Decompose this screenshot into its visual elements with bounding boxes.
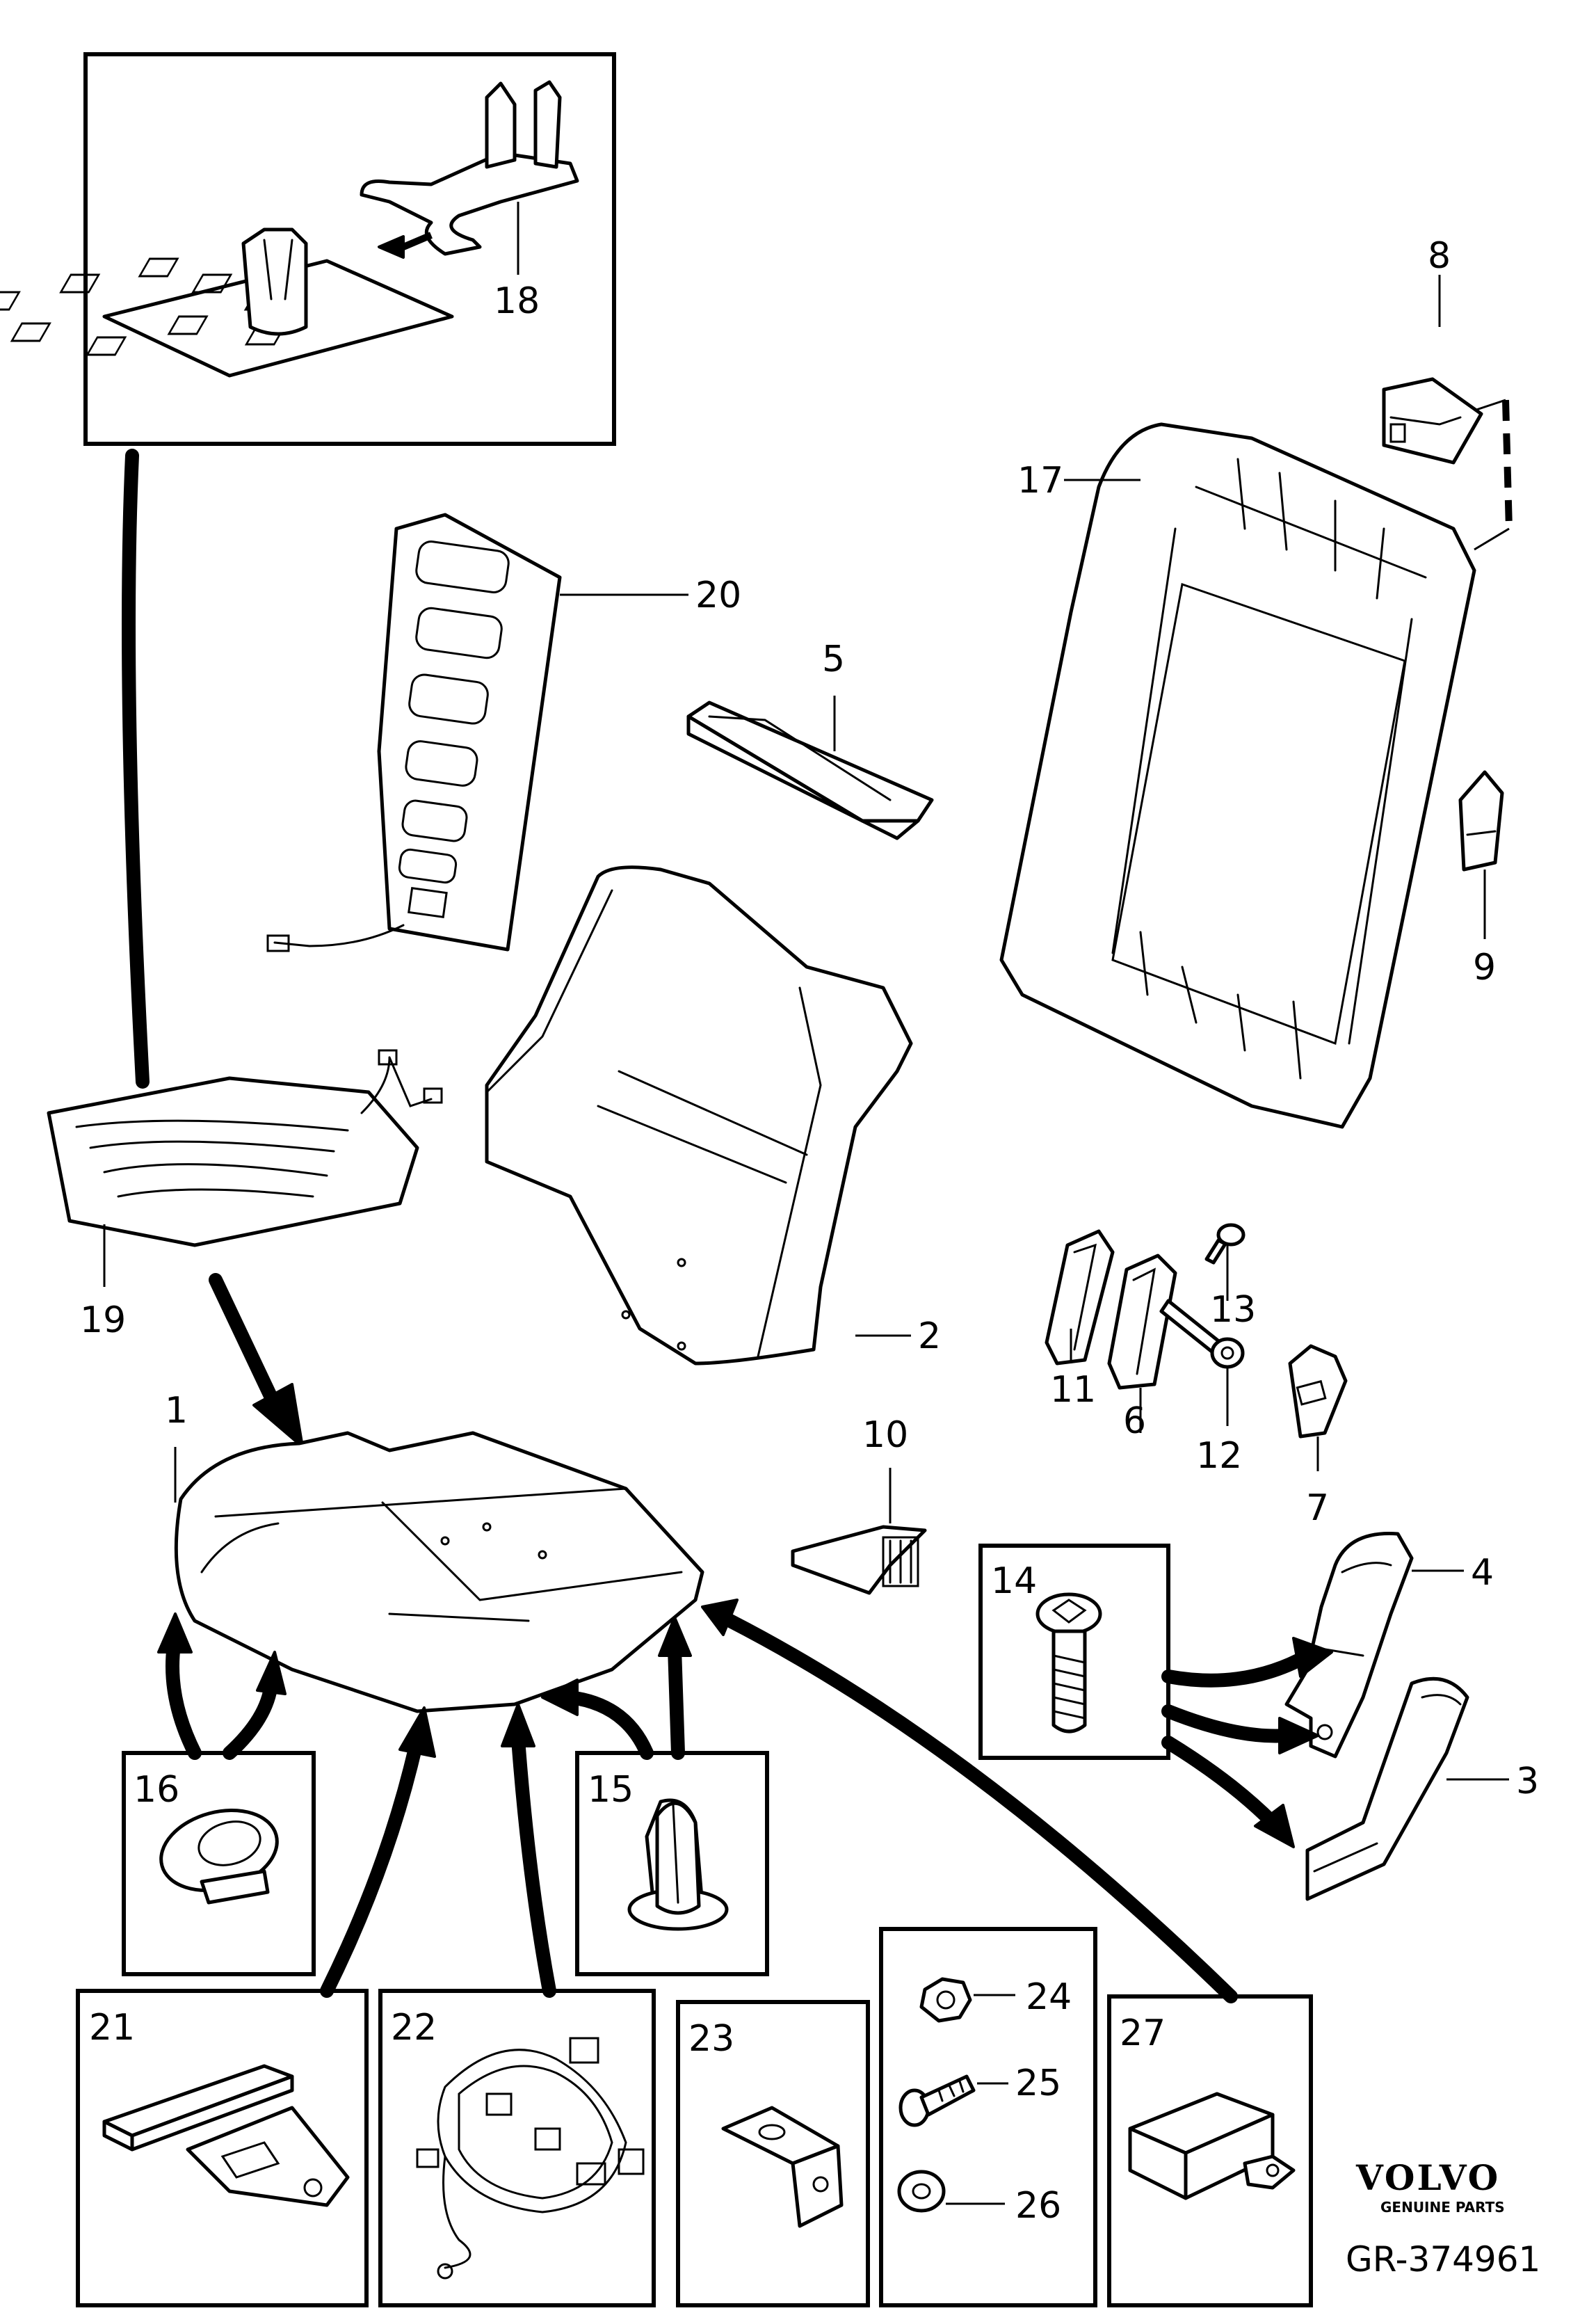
part-5: 5 (686, 639, 934, 840)
arrow-16a (166, 1638, 202, 1760)
part-13: 13 (1204, 1223, 1256, 1331)
callout-2: 2 (918, 1315, 941, 1357)
callout-19: 19 (80, 1299, 126, 1341)
arrow-15b (668, 1642, 685, 1760)
callout-3: 3 (1516, 1761, 1539, 1802)
arrow-19-to-1 (209, 1273, 285, 1419)
callout-11: 11 (1050, 1369, 1096, 1411)
box-14: 14 (978, 1544, 1170, 1760)
callout-5: 5 (822, 639, 845, 680)
callout-1: 1 (165, 1390, 188, 1432)
part-10: 10 (791, 1414, 927, 1595)
arrow-27 (723, 1614, 1238, 2003)
arrow-15b-head (658, 1616, 692, 1657)
callout-12: 12 (1196, 1435, 1242, 1477)
diagram-reference: GR-374961 (1346, 2239, 1540, 2280)
callout-24: 24 (1026, 1976, 1072, 2018)
callout-18: 18 (494, 280, 540, 322)
callout-4: 4 (1471, 1552, 1494, 1594)
part-8: 8 (1382, 235, 1513, 551)
part-17: 17 (999, 422, 1476, 1129)
arrow-inset-to-19 (122, 449, 150, 1089)
box-23: 23 (676, 2000, 870, 2307)
callout-6: 6 (1123, 1400, 1146, 1442)
arrow-22-head (501, 1703, 535, 1747)
brand-block: VOLVO GENUINE PARTS GR-374961 (1346, 2157, 1540, 2280)
part-1: 1 (165, 1390, 704, 1713)
arrow-21 (320, 1732, 424, 1998)
callout-25: 25 (1015, 2063, 1061, 2104)
box-16: 16 (122, 1751, 316, 1976)
arrow-16b-head (256, 1651, 287, 1695)
callout-14: 14 (991, 1560, 1037, 1602)
callout-7: 7 (1306, 1487, 1329, 1529)
callout-13: 13 (1210, 1289, 1256, 1331)
box-27: 27 (1107, 1994, 1313, 2307)
part-20: 20 (266, 513, 741, 952)
part-9: 9 (1458, 770, 1504, 988)
part-12: 12 (1159, 1299, 1245, 1477)
arrow-16a-head (157, 1612, 193, 1654)
callout-22: 22 (391, 2007, 437, 2049)
part-6: 6 (1107, 1254, 1177, 1442)
part-4: 4 (1284, 1532, 1494, 1759)
callout-10: 10 (862, 1414, 908, 1456)
arrow-22 (511, 1732, 556, 1998)
arrow-21-head (398, 1706, 436, 1758)
box-15: 15 (575, 1751, 769, 1976)
callout-26: 26 (1015, 2185, 1061, 2227)
callout-23: 23 (688, 2018, 734, 2060)
callout-17: 17 (1017, 460, 1063, 502)
arrow-27-head (701, 1599, 739, 1636)
part-19: 19 (47, 1049, 443, 1341)
part-11: 11 (1045, 1229, 1115, 1411)
callout-27: 27 (1120, 2012, 1166, 2054)
callout-21: 21 (89, 2007, 135, 2049)
box-22: 22 (378, 1989, 656, 2307)
callout-9: 9 (1473, 947, 1496, 988)
inset-18: 18 (0, 52, 616, 446)
callout-20: 20 (695, 575, 741, 616)
callout-16: 16 (134, 1769, 179, 1811)
part-3: 3 (1305, 1676, 1539, 1901)
box-21: 21 (76, 1989, 369, 2307)
volvo-logo: VOLVO (1355, 2157, 1500, 2198)
callout-8: 8 (1428, 235, 1451, 277)
part-2: 2 (485, 865, 941, 1366)
box-24-26: 24 25 26 (879, 1927, 1097, 2307)
arrow-15a-head (541, 1679, 579, 1716)
genuine-parts-text: GENUINE PARTS (1380, 2199, 1505, 2216)
arrow-16b (223, 1676, 278, 1760)
part-7: 7 (1288, 1344, 1348, 1529)
callout-15: 15 (588, 1769, 634, 1811)
arrows-14 (1161, 1637, 1333, 1848)
arrow-15a (563, 1690, 654, 1760)
